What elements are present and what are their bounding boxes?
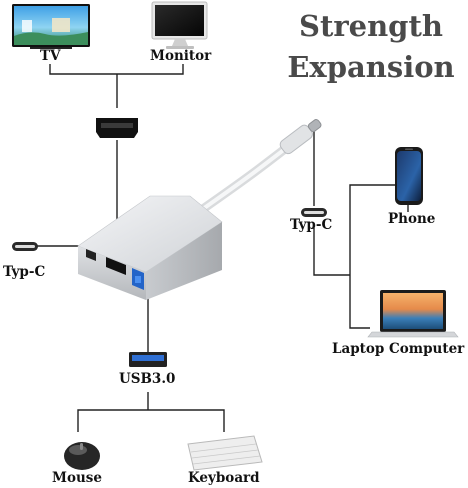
label-mouse: Mouse xyxy=(52,472,102,486)
usb-c-port-icon-left xyxy=(12,242,38,251)
label-usb3: USB3.0 xyxy=(119,373,175,387)
hdmi-port-icon xyxy=(96,118,138,138)
label-monitor: Monitor xyxy=(150,50,211,64)
label-typc-right: Typ-C xyxy=(290,219,332,233)
usb3-port-icon xyxy=(129,352,167,367)
tv-icon xyxy=(12,4,90,49)
line-typc-branch xyxy=(314,228,350,275)
monitor-icon xyxy=(152,2,207,49)
keyboard-icon xyxy=(188,436,262,470)
usb-c-port-icon-right xyxy=(301,208,327,217)
line-mouse-keyboard xyxy=(78,410,224,432)
mouse-icon xyxy=(64,442,100,470)
label-tv: TV xyxy=(40,50,61,64)
label-typc-left: Typ-C xyxy=(3,266,45,280)
phone-icon xyxy=(395,147,423,205)
headline-line-2: Expansion xyxy=(276,53,466,82)
label-laptop: Laptop Computer xyxy=(332,343,464,357)
usb-c-hub-adapter xyxy=(78,116,324,300)
line-tv-monitor xyxy=(50,64,183,74)
headline-line-1: Strength xyxy=(276,12,466,41)
laptop-icon xyxy=(368,290,458,337)
label-keyboard: Keyboard xyxy=(188,472,260,486)
label-phone: Phone xyxy=(388,213,435,227)
